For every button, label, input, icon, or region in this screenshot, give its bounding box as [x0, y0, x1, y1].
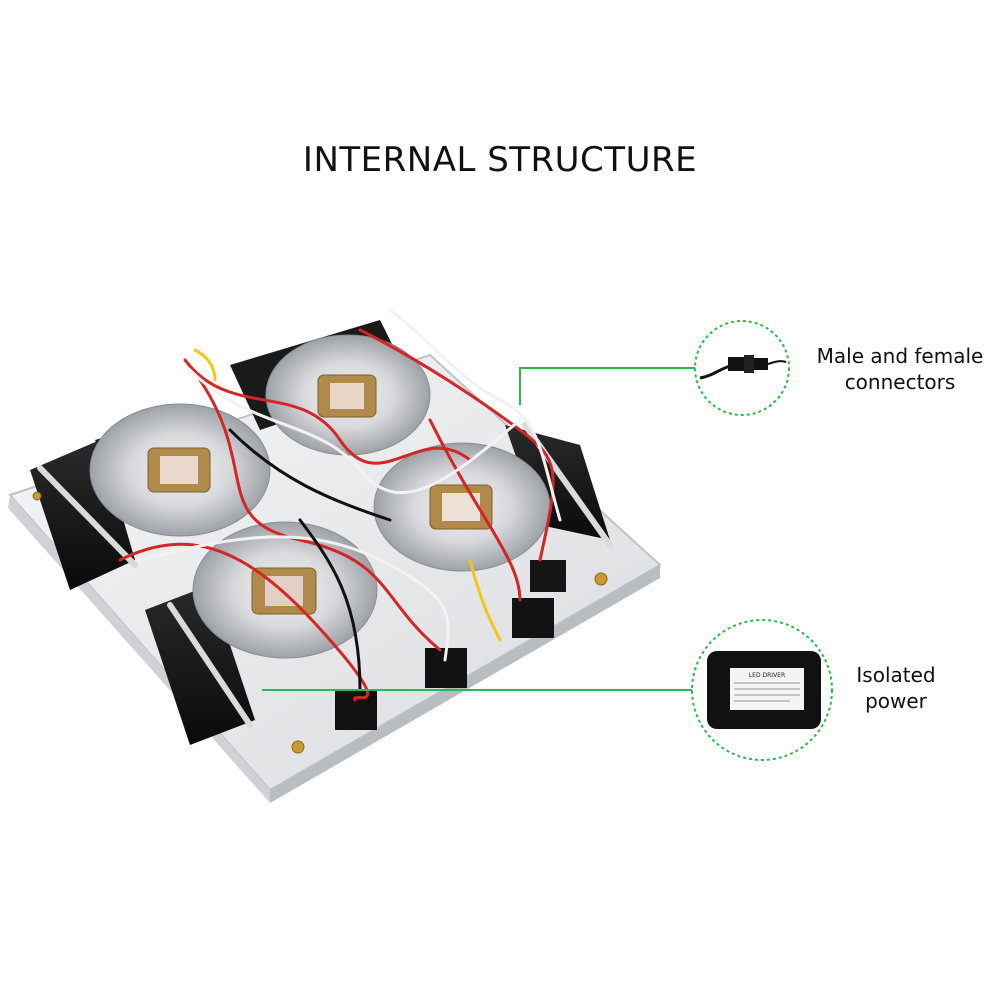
heatsink-bottom	[192, 521, 378, 659]
heatsink-right	[373, 442, 551, 572]
led-chip-icon	[160, 456, 198, 484]
wiring	[118, 308, 562, 702]
heatsink-top	[265, 334, 431, 456]
standoff-screws	[32, 491, 608, 754]
connector-blocks	[335, 560, 566, 730]
callout-power-line1: Isolated	[856, 663, 936, 687]
page-title: INTERNAL STRUCTURE	[302, 140, 698, 180]
callout-power: LED DRIVER	[262, 619, 833, 761]
driver-label-header: LED DRIVER	[749, 672, 785, 679]
led-chip-icon	[330, 383, 364, 409]
callout-connectors	[519, 320, 790, 416]
driver-box-icon: LED DRIVER	[707, 651, 821, 729]
heatsink-left	[89, 403, 271, 537]
connector-icon	[699, 355, 787, 380]
callout-power-text: Isolated power	[826, 662, 966, 714]
callout-connectors-line1: Male and female	[816, 344, 984, 368]
callout-power-line2: power	[865, 689, 927, 713]
callout-connectors-text: Male and female connectors	[800, 343, 1000, 395]
callout-connectors-line2: connectors	[844, 370, 956, 394]
